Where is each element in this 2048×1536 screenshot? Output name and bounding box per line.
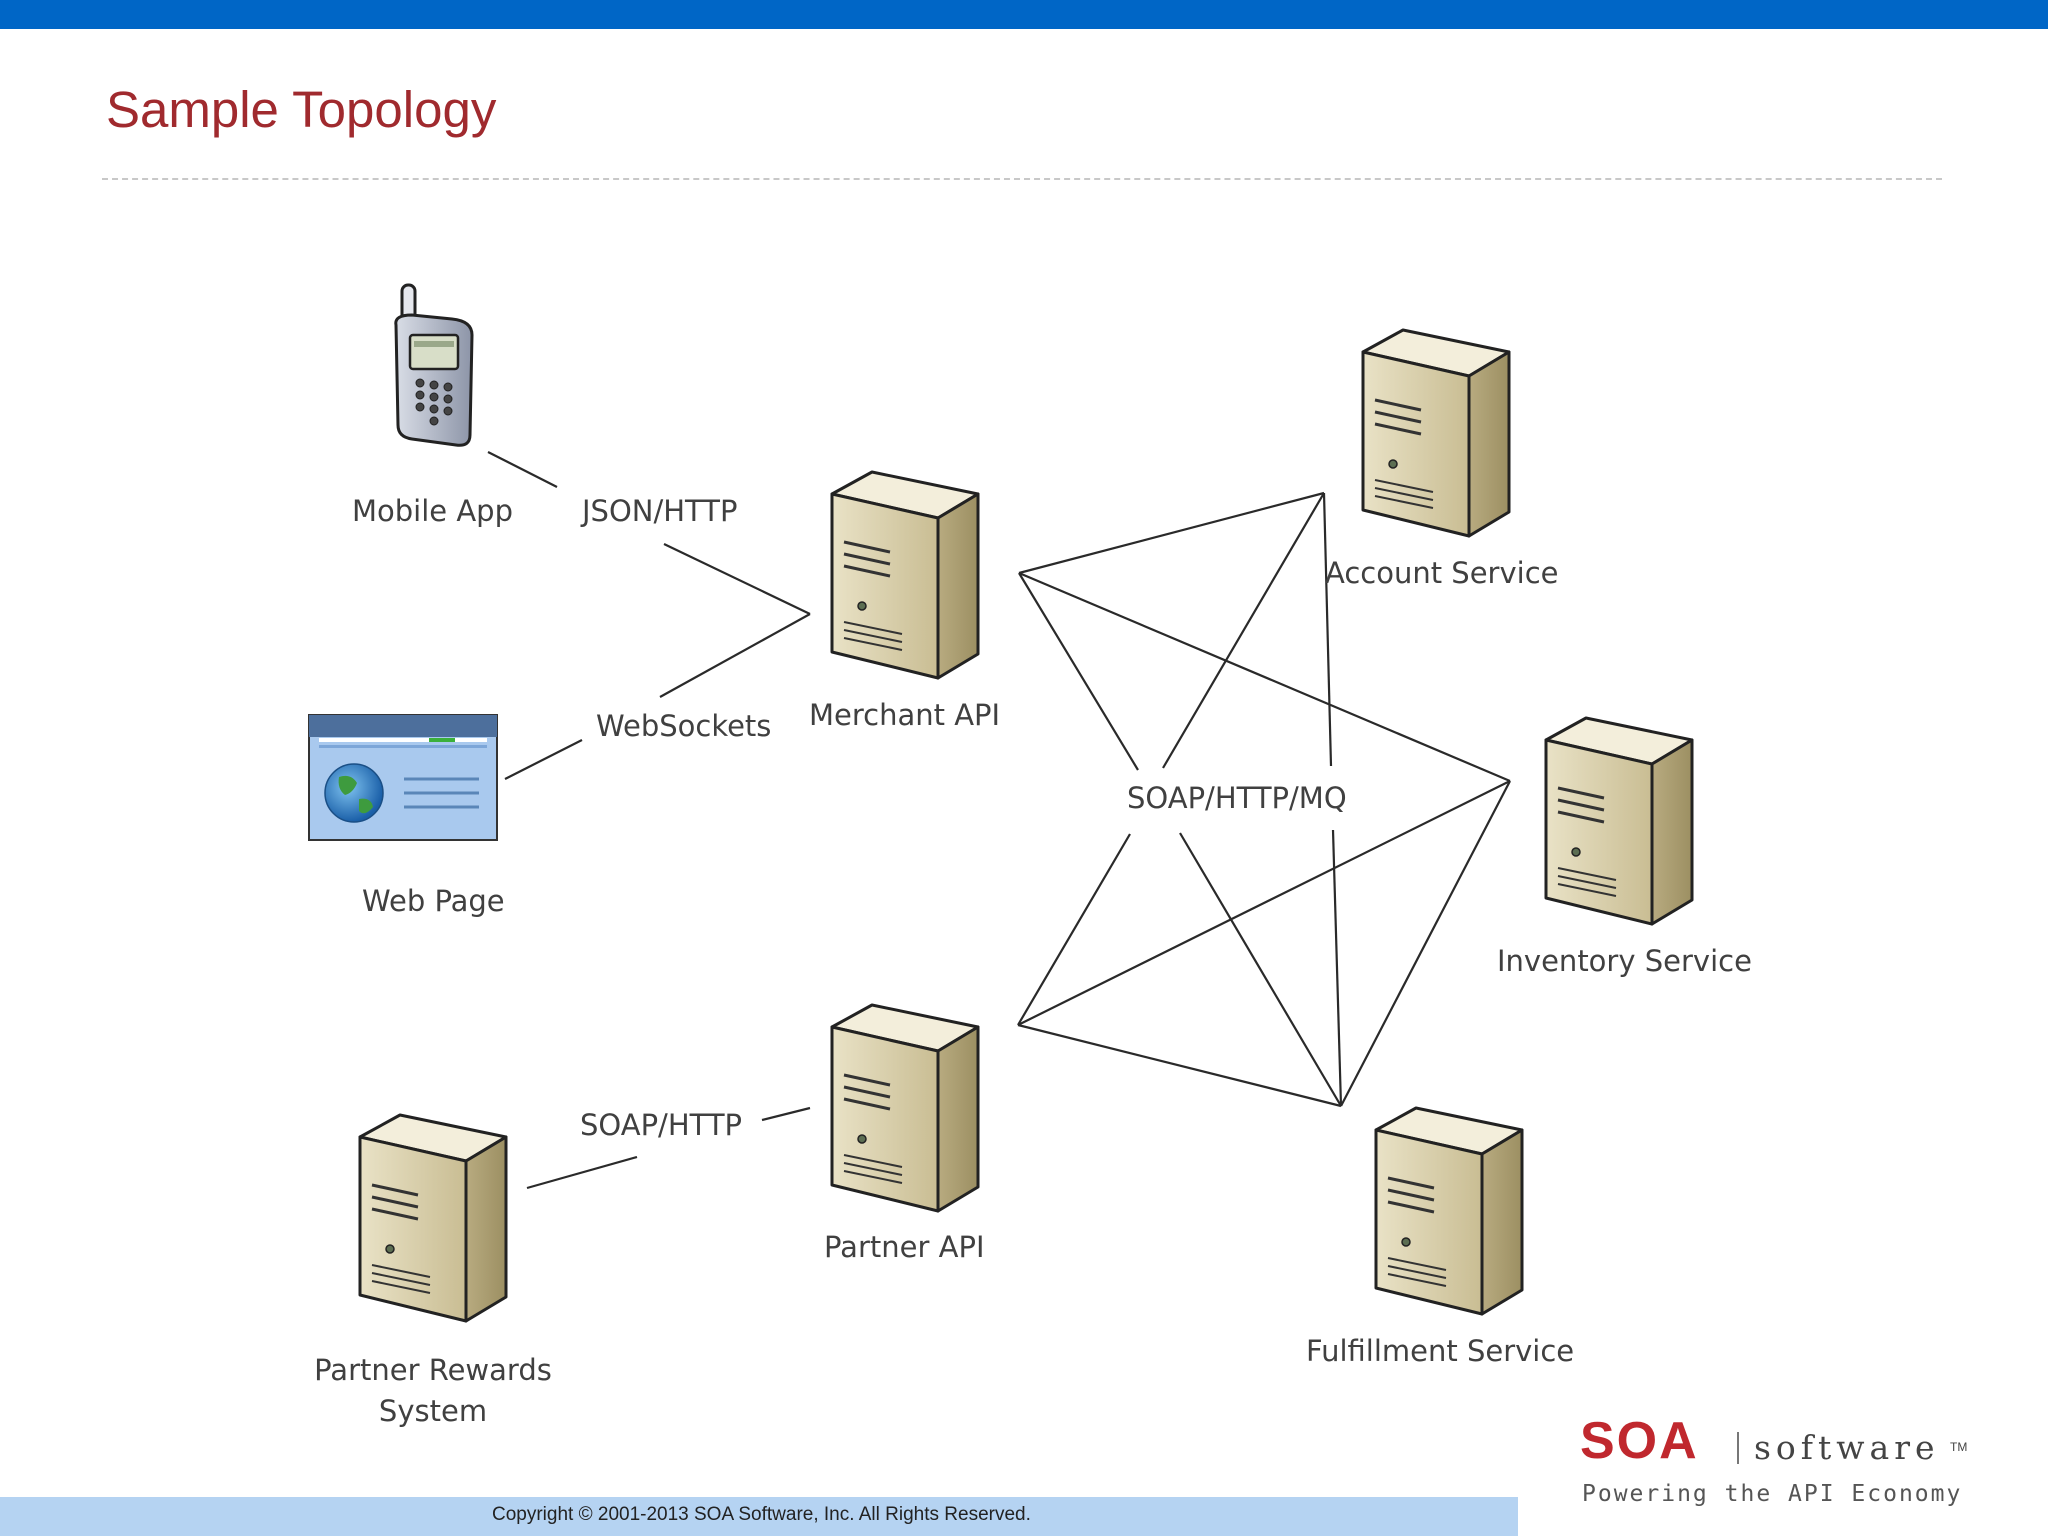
account-service-server-icon [1361, 328, 1511, 538]
service-mesh-connections [1017, 491, 1511, 1108]
line-account-fulfillment-a [1322, 492, 1333, 767]
merchant-api-server-icon [830, 470, 980, 680]
title-divider [102, 178, 1942, 180]
node-label-inventory-service: Inventory Service [1497, 944, 1752, 978]
copyright-notice: Copyright © 2001-2013 SOA Software, Inc.… [492, 1504, 1031, 1525]
line-partner-inventory [1017, 780, 1511, 1026]
fulfillment-service-server-icon [1374, 1106, 1524, 1316]
line-merchant-fulfillment-a [1018, 572, 1139, 771]
partner-rewards-server-icon [358, 1113, 508, 1323]
node-label-mobile-app: Mobile App [352, 494, 514, 528]
line-mobile-to-label [487, 451, 558, 488]
partner-api-server-icon [830, 1003, 980, 1213]
connection-label-soap-http: SOAP/HTTP [580, 1108, 743, 1142]
inventory-service-server-icon [1544, 716, 1694, 926]
node-label-web-page: Web Page [362, 884, 505, 918]
line-partner-account-b [1162, 492, 1325, 769]
web-page-icon [308, 714, 498, 841]
line-rewards-to-label [526, 1155, 638, 1190]
line-account-fulfillment-b [1331, 829, 1343, 1107]
mobile-phone-icon [394, 283, 474, 447]
company-logo-mark: SOA [1580, 1418, 1699, 1464]
line-label-to-merchant-2 [659, 613, 811, 698]
line-merchant-fulfillment-b [1179, 832, 1342, 1107]
top-accent-bar [0, 0, 2048, 29]
node-label-partner-rewards: Partner Rewards System [314, 1353, 552, 1428]
company-tagline: Powering the API Economy [1582, 1481, 1963, 1507]
node-label-fulfillment-service: Fulfillment Service [1306, 1334, 1575, 1368]
line-merchant-account [1018, 491, 1325, 575]
line-label-to-merchant [663, 543, 811, 615]
line-merchant-inventory [1018, 571, 1511, 783]
logo-separator [1737, 1432, 1739, 1464]
company-logo-word: software [1754, 1428, 1940, 1467]
node-label-merchant-api: Merchant API [809, 698, 1001, 732]
trademark-symbol: TM [1950, 1440, 1968, 1454]
connection-label-json-http: JSON/HTTP [582, 494, 738, 528]
footer-band [0, 1497, 1518, 1536]
connection-label-soap-http-mq: SOAP/HTTP/MQ [1127, 781, 1347, 815]
line-label-to-partner [761, 1106, 811, 1122]
line-fulfillment-inventory [1340, 780, 1511, 1107]
line-web-to-label [504, 739, 583, 780]
line-partner-account-a [1017, 833, 1131, 1026]
node-label-partner-api: Partner API [824, 1230, 985, 1264]
node-label-account-service: Account Service [1325, 556, 1559, 590]
connection-label-websockets: WebSockets [596, 709, 772, 743]
line-partner-fulfillment [1017, 1023, 1342, 1108]
slide-title: Sample Topology [106, 81, 497, 138]
client-connections [487, 451, 811, 1190]
